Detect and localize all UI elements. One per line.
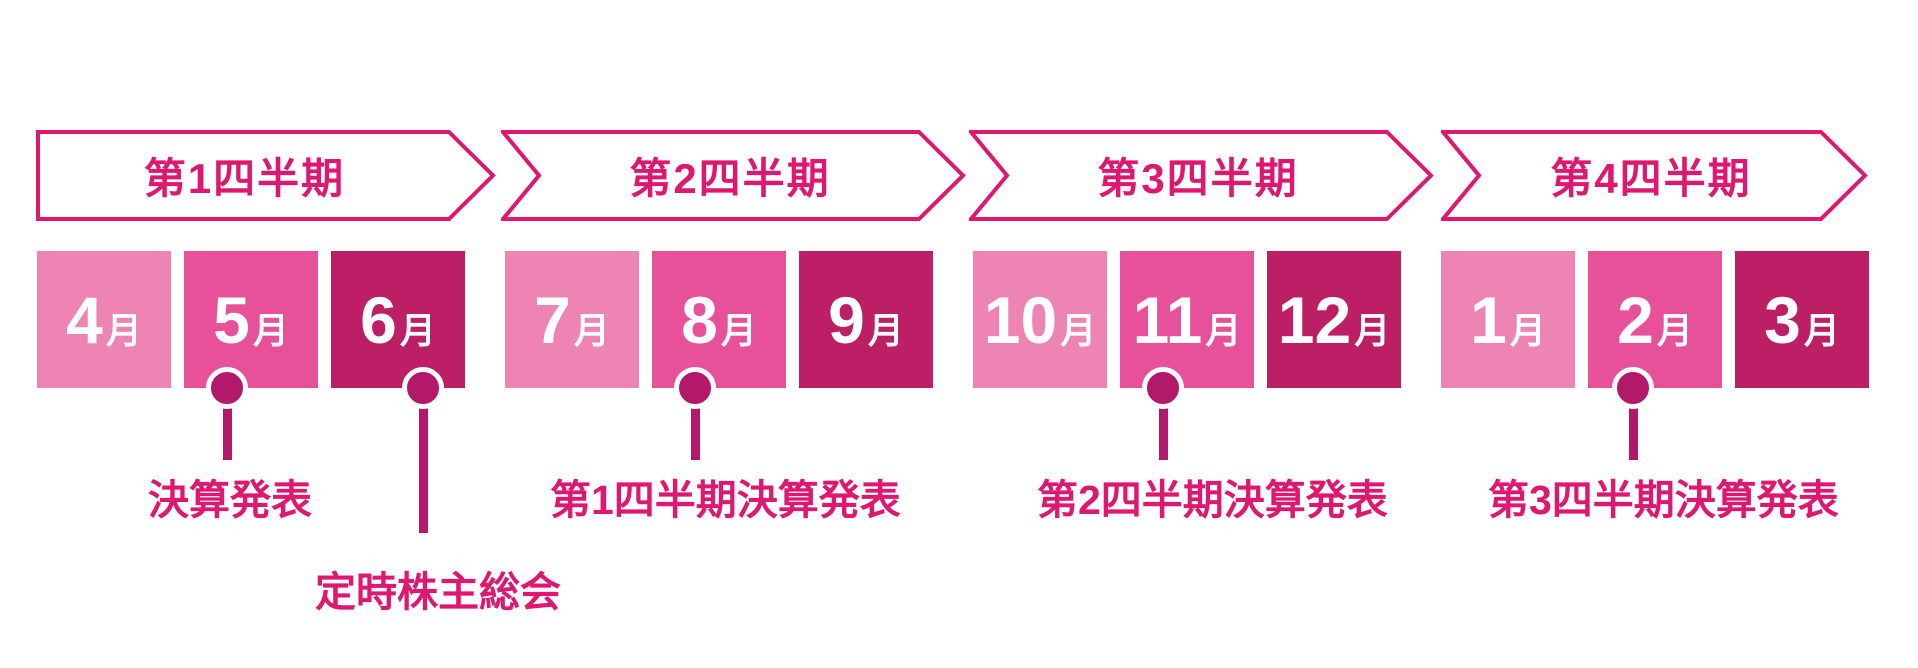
- event-stem-february: [1629, 388, 1638, 460]
- event-marker-may: [206, 367, 248, 409]
- event-marker-august: [674, 367, 716, 409]
- event-marker-june: [402, 367, 444, 409]
- quarter-4-banner-arrow: [1441, 130, 1868, 221]
- event-stem-november: [1159, 388, 1168, 460]
- event-stem-may: [223, 388, 232, 460]
- quarter-3-banner-arrow: [969, 130, 1434, 221]
- quarter-1-banner-arrow: [36, 130, 496, 221]
- event-label-q1-earnings: 第1四半期決算発表: [550, 477, 901, 523]
- event-stem-june: [419, 388, 428, 533]
- quarter-2-banner-arrow: [501, 130, 966, 221]
- quarter-1-banner-label: 第1四半期: [143, 155, 346, 202]
- event-label-annual-shareholders-meeting: 定時株主総会: [315, 569, 561, 615]
- event-stem-august: [691, 388, 700, 460]
- event-marker-november: [1142, 367, 1184, 409]
- event-label-earnings-announcement: 決算発表: [148, 477, 312, 523]
- quarter-4-banner-label: 第4四半期: [1550, 155, 1752, 202]
- event-label-q3-earnings: 第3四半期決算発表: [1488, 477, 1839, 523]
- quarter-3-banner-label: 第3四半期: [1097, 155, 1299, 202]
- event-label-q2-earnings: 第2四半期決算発表: [1037, 477, 1388, 523]
- event-marker-february: [1612, 367, 1654, 409]
- quarter-2-banner-label: 第2四半期: [629, 155, 831, 202]
